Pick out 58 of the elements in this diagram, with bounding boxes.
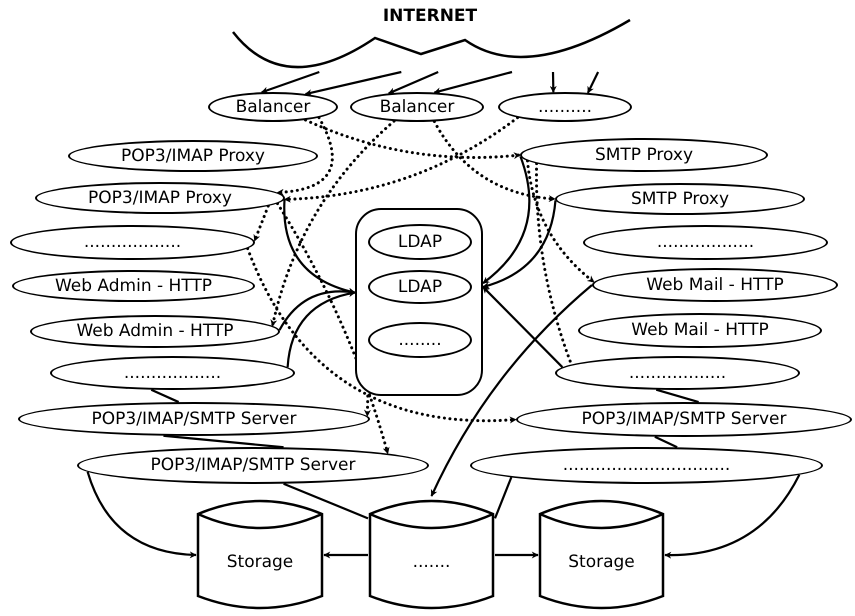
node-label: POP3/IMAP/SMTP Server [150, 457, 356, 474]
arrow [283, 199, 356, 294]
service-oval [555, 183, 805, 215]
arrow [434, 70, 512, 94]
node-label: Web Admin - HTTP [76, 323, 234, 340]
service-oval [520, 138, 768, 172]
node-label: Web Mail - HTTP [646, 276, 784, 294]
node-label: Storage [568, 554, 635, 571]
node-label: ....... [412, 554, 450, 571]
node-label: LDAP [398, 234, 442, 250]
service-oval [30, 315, 280, 348]
arrow [286, 290, 356, 368]
server-group-frame [355, 208, 483, 396]
node-label: POP3/IMAP Proxy [121, 148, 265, 164]
node-label: LDAP [398, 278, 442, 296]
service-oval [10, 225, 255, 260]
node-label: .................. [84, 234, 182, 251]
arrow [323, 552, 368, 558]
dotted-arrow [253, 204, 270, 242]
service-oval [35, 182, 285, 214]
node-label: ............................... [562, 457, 730, 474]
dotted-arrow [526, 159, 596, 284]
dotted-arrow [283, 116, 520, 203]
dotted-arrow [276, 202, 390, 456]
dotted-arrow [364, 394, 371, 418]
arrow [278, 288, 356, 331]
node-label: SMTP Proxy [594, 146, 694, 164]
node-label: Storage [226, 554, 294, 571]
service-oval [555, 356, 800, 390]
node-label: INTERNET [382, 8, 478, 25]
node-label: POP3/IMAP Proxy [88, 190, 232, 206]
arrow [664, 474, 800, 558]
service-oval [18, 402, 370, 436]
dotted-arrow [432, 120, 556, 202]
node-label: .................. [656, 234, 754, 251]
node-label: POP3/IMAP/SMTP Server [92, 410, 296, 428]
node-label: Web Admin - HTTP [54, 278, 212, 294]
node-label: ........ [398, 332, 442, 348]
arrow [482, 286, 564, 368]
dotted-arrow [270, 120, 396, 328]
arrow [495, 552, 539, 558]
dotted-arrow [276, 116, 334, 196]
node-label: .................. [124, 364, 222, 382]
node-label: Balancer [380, 98, 454, 116]
node-label: POP3/IMAP/SMTP Server [582, 411, 786, 428]
arrow [430, 284, 593, 497]
node-label: .......... [538, 98, 592, 116]
arrow [388, 71, 439, 94]
node-label: SMTP Proxy [630, 190, 730, 208]
node-label: Web Mail - HTTP [631, 322, 769, 339]
node-label: .................. [628, 364, 726, 382]
arrow [261, 70, 320, 94]
arrow [86, 471, 197, 558]
arrow [482, 200, 557, 288]
dotted-arrow [246, 246, 518, 424]
arrow [586, 72, 600, 94]
node-label: Balancer [236, 98, 310, 116]
arrow [550, 72, 557, 93]
